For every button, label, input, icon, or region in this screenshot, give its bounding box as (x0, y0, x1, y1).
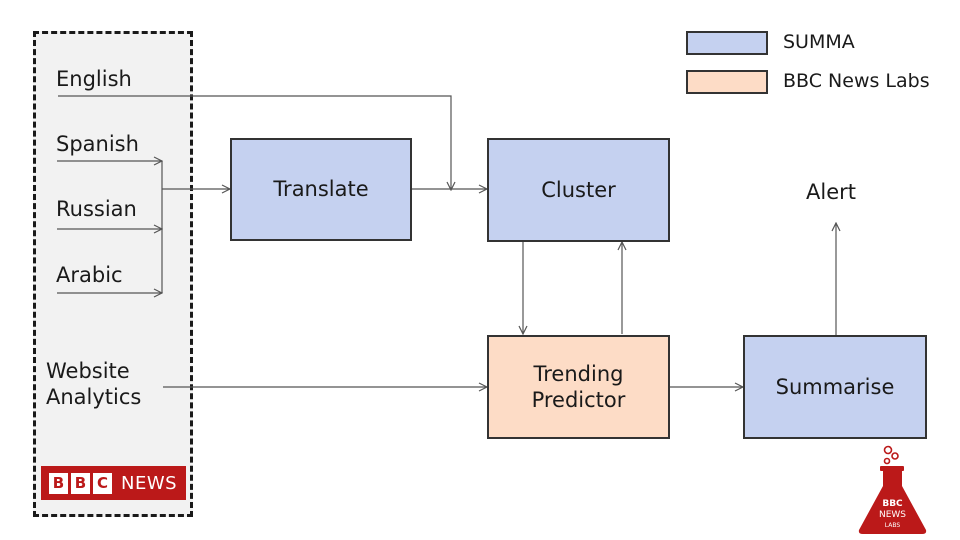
legend-swatch-bbc-news-labs (686, 70, 768, 94)
legend-label-bbc-news-labs: BBC News Labs (783, 70, 930, 92)
labs-text-news: NEWS (879, 510, 906, 520)
bbc-letter-2: B (71, 472, 90, 494)
sources-panel (33, 31, 193, 517)
legend-label-summa: SUMMA (783, 31, 855, 53)
node-trending-label-line1: Trending (533, 361, 624, 386)
source-website-analytics-line1: Website (46, 359, 130, 383)
source-website-analytics: Website Analytics (46, 358, 141, 411)
bbc-letter-1: B (49, 472, 68, 494)
bbc-news-word: NEWS (121, 472, 178, 494)
source-arabic: Arabic (56, 263, 123, 287)
node-trending-predictor: Trending Predictor (487, 335, 670, 439)
legend-swatch-summa (686, 31, 768, 55)
node-summarise: Summarise (743, 335, 927, 439)
bbc-news-labs-flask-icon: BBC NEWS LABS (858, 445, 927, 534)
node-translate: Translate (230, 138, 412, 241)
source-russian: Russian (56, 197, 137, 221)
labs-text-bbc: BBC (882, 499, 903, 509)
bbc-letter-3: C (93, 472, 112, 494)
node-cluster-label: Cluster (541, 177, 616, 202)
english-to-cluster-line (58, 95, 451, 190)
bbc-news-logo: B B C NEWS (41, 466, 186, 500)
source-english: English (56, 67, 132, 91)
node-trending-label-line2: Predictor (531, 388, 626, 412)
source-spanish: Spanish (56, 132, 139, 156)
source-website-analytics-line2: Analytics (46, 385, 142, 410)
node-translate-label: Translate (273, 177, 369, 202)
node-cluster: Cluster (487, 138, 670, 242)
labs-text-labs: LABS (885, 522, 901, 529)
node-summarise-label: Summarise (775, 374, 895, 399)
node-alert: Alert (806, 180, 856, 204)
